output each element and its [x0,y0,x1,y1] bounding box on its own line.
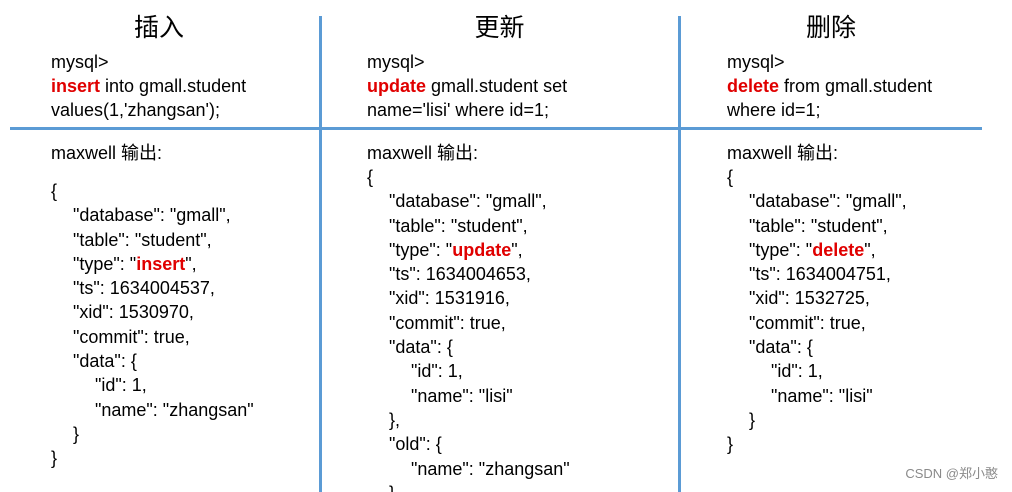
json-line: "old": { [389,434,442,455]
json-line: "xid": 1531916, [389,288,510,309]
json-line: "ts": 1634004537, [73,278,215,299]
sql-line: delete from gmall.student [727,74,932,98]
json-line: { [727,167,734,187]
json-line: } [51,448,58,469]
sql-line-3: values(1,'zhangsan'); [51,100,220,120]
json-line: "type": "delete", [727,238,907,262]
json-line: "name": "lisi" [411,385,513,406]
json-line: "commit": true, [73,326,190,347]
sql-keyword: insert [51,76,101,96]
json-line: "table": "student", [749,215,888,236]
json-line: "type": "update", [367,238,570,262]
json-line: "id": 1, [771,361,823,382]
json-type-value: update [452,239,512,260]
output-label: maxwell 输出: [51,143,163,163]
json-key: "type": " [389,239,453,260]
json-line: "database": "gmall", [749,191,907,212]
json-output: { "database": "gmall", "table": "student",… [51,179,254,471]
sql-rest: from gmall.student [779,76,933,96]
sql-line: insert into gmall.student [51,74,246,98]
column-title: 更新 [474,13,525,42]
json-output: { "database": "gmall", "table": "student",… [367,165,570,492]
json-line: "table": "student", [73,229,212,250]
horizontal-divider [10,127,982,130]
watermark: CSDN @郑小憨 [905,466,998,481]
sql-keyword: delete [727,76,780,96]
column-title: 插入 [133,13,184,42]
sql-line-3: where id=1; [727,100,821,120]
json-type-value: delete [812,239,865,260]
json-line: "data": { [749,337,813,358]
vertical-divider-1 [319,16,322,492]
json-line: "id": 1, [95,375,147,396]
json-line: "name": "lisi" [771,385,873,406]
json-punct: ", [185,253,197,274]
column-title: 删除 [805,13,856,42]
output-label: maxwell 输出: [367,143,479,163]
json-line: { [367,167,374,187]
sql-prompt: mysql> [367,52,425,72]
json-punct: ", [511,239,523,260]
json-punct: ", [864,239,876,260]
json-line: "xid": 1532725, [749,288,870,309]
json-line: "type": "insert", [51,252,254,276]
sql-rest: into gmall.student [100,76,247,96]
json-line: } [727,434,734,455]
json-line: } [749,409,756,430]
json-line: "xid": 1530970, [73,302,194,323]
json-line: "commit": true, [749,312,866,333]
json-line: "name": "zhangsan" [95,399,254,420]
json-line: "table": "student", [389,215,528,236]
sql-keyword: update [367,76,427,96]
json-line: "name": "zhangsan" [411,458,570,479]
json-line: } [73,423,80,444]
json-line: }, [389,409,401,430]
json-key: "type": " [749,239,813,260]
json-key: "type": " [73,253,137,274]
json-line: "commit": true, [389,312,506,333]
json-type-value: insert [136,253,186,274]
sql-prompt: mysql> [51,52,109,72]
json-line: "data": { [73,351,137,372]
json-line: "database": "gmall", [389,191,547,212]
json-line: "ts": 1634004653, [389,264,531,285]
json-line: } [367,481,570,492]
vertical-divider-2 [678,16,681,492]
json-line: "id": 1, [411,361,463,382]
json-line: "ts": 1634004751, [749,264,891,285]
sql-line: update gmall.student set [367,74,567,98]
json-line: { [51,181,58,201]
output-label: maxwell 输出: [727,143,839,163]
json-output: { "database": "gmall", "table": "student",… [727,165,907,457]
json-line: "database": "gmall", [73,205,231,226]
sql-line-3: name='lisi' where id=1; [367,100,549,120]
json-line: "data": { [389,337,453,358]
sql-rest: gmall.student set [426,76,568,96]
sql-prompt: mysql> [727,52,785,72]
